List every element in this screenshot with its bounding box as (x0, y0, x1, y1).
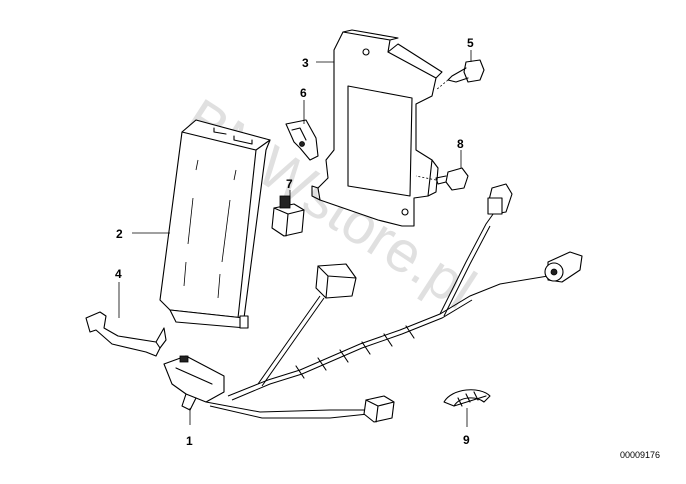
callout-3: 3 (302, 56, 309, 70)
part-2-control-unit (159, 119, 271, 329)
callout-2: 2 (116, 227, 123, 241)
leader-lines (118, 50, 472, 427)
doc-number: 00009176 (620, 450, 660, 460)
callout-1: 1 (186, 434, 193, 448)
part-9-clip (443, 389, 491, 407)
part-5-screw (435, 59, 485, 91)
part-6-clip (285, 119, 319, 161)
callout-8: 8 (457, 137, 464, 151)
part-7-connector (271, 195, 305, 237)
callout-5: 5 (467, 36, 474, 50)
part-1-wiring-harness (163, 183, 583, 423)
callout-7: 7 (286, 177, 293, 191)
callout-9: 9 (463, 433, 470, 447)
part-4-bracket (85, 311, 167, 357)
part-8-nut (415, 167, 469, 191)
part-3-bracket (311, 29, 443, 227)
callout-6: 6 (300, 86, 307, 100)
callout-4: 4 (115, 267, 122, 281)
